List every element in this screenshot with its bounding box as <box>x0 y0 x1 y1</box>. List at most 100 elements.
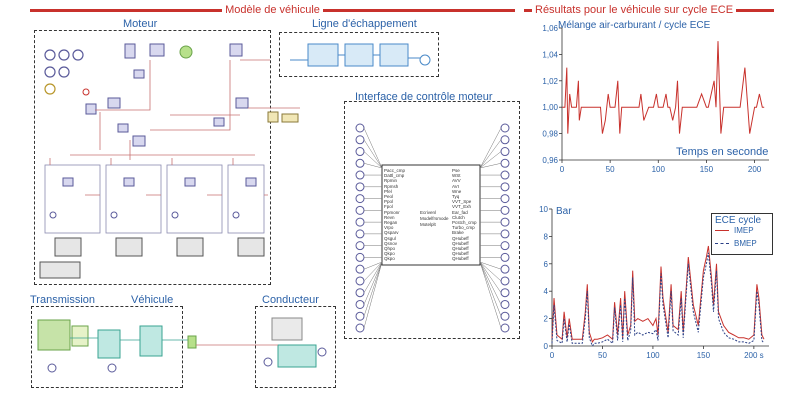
ecu-input-label: Qhpo <box>384 246 396 251</box>
y-tick-label: 1,00 <box>542 103 558 112</box>
y-tick-label: 6 <box>544 260 549 269</box>
y-tick-label: 2 <box>544 315 549 324</box>
ecu-output-label: QHubeff <box>452 256 469 262</box>
vehicle-label: Véhicule <box>131 294 174 306</box>
ecu-output-port <box>500 217 510 227</box>
driver-label: Conducteur <box>262 294 319 306</box>
ecu-input-port <box>355 299 365 309</box>
engine-right-assembly <box>267 111 299 123</box>
imep-line <box>551 245 765 343</box>
air-fuel-chart-title: Mélange air-carburant / cycle ECE <box>558 20 711 31</box>
ecu-input-port <box>355 229 365 239</box>
cylinder-frame <box>105 164 162 234</box>
cylinder-frame <box>44 164 101 234</box>
ecu-output-port <box>500 276 510 286</box>
ecu-output-label: WSt <box>452 173 461 179</box>
ecu-input-port <box>355 147 365 157</box>
legend-imep-label: IMEP <box>734 226 754 235</box>
ecu-output-label: Tyq <box>452 194 460 199</box>
y-tick-label: 8 <box>544 232 549 241</box>
x-tick-label: 100 <box>652 165 666 174</box>
x-tick-label: 50 <box>598 351 607 360</box>
ecu-output-port <box>500 170 510 180</box>
ecu-input-wire <box>363 261 383 305</box>
cylinder-wire <box>232 158 268 196</box>
ecu-input-label: Ppmonr <box>384 209 400 215</box>
driver-components <box>196 317 327 368</box>
ecu-output-wire <box>479 261 502 317</box>
ecu-output-port <box>500 299 510 309</box>
y-tick-label: 0,98 <box>542 130 558 139</box>
header-rule-right <box>322 8 516 12</box>
x-tick-label: 100 <box>646 351 660 360</box>
ecu-output-label: AVI <box>452 183 459 189</box>
ecu-output-wire <box>479 261 502 329</box>
ecu-input-label: Qkpo <box>384 251 395 257</box>
ecu-input-label: Ppol <box>384 199 394 205</box>
engine-wiring <box>70 59 300 160</box>
ecu-input-port <box>355 182 365 192</box>
x-tick-label: 150 <box>700 165 714 174</box>
y-tick-label: 0 <box>544 342 549 351</box>
ecu-input-label: Pacc_cmp <box>384 168 406 173</box>
ecu-output-wire <box>479 261 502 305</box>
ecu-input-wire <box>363 261 383 317</box>
ecu-output-wire <box>479 127 502 169</box>
ecu-output-label: Brake <box>452 230 464 236</box>
ecu-output-port <box>500 205 510 215</box>
y-tick-label: 4 <box>544 287 549 296</box>
ecu-output-port <box>500 311 510 321</box>
transmission-label: Transmission <box>30 294 95 306</box>
ecu-output-label: Pse <box>452 168 460 173</box>
ecu-output-wire <box>479 163 502 169</box>
ecu-output-label: VVT_Exh <box>452 204 472 210</box>
bmep-line <box>551 252 765 348</box>
ecu-input-port <box>355 205 365 215</box>
ecu-output-port <box>500 288 510 298</box>
legend-imep-swatch <box>715 230 729 231</box>
ecu-output-label: QHubeff <box>452 251 469 257</box>
ecu-input-label: Fpol <box>384 204 393 210</box>
header-rule-left <box>524 8 532 12</box>
cylinder-wire <box>49 158 100 196</box>
engine-green-icon <box>179 45 193 59</box>
ecu-output-port <box>500 229 510 239</box>
ecu-input-label: Revn <box>384 214 395 220</box>
series-line <box>562 41 765 134</box>
exhaust-box <box>279 32 439 77</box>
cylinder-wire <box>171 158 222 196</box>
x-tick-label: 50 <box>606 165 615 174</box>
cylinder-frame <box>227 164 265 234</box>
ecu-output-label: Wne <box>452 188 462 194</box>
ecu-output-label: Pcstch_cmp <box>452 220 477 225</box>
y-tick-label: 1,06 <box>542 24 558 33</box>
ecu-ports <box>355 123 510 333</box>
y-tick-label: 1,02 <box>542 77 558 86</box>
header-rule-left <box>30 8 223 12</box>
ecu-output-port <box>500 147 510 157</box>
exhaust-label: Ligne d'échappement <box>312 18 417 30</box>
ecu-input-wire <box>363 261 383 293</box>
ecu-output-wire <box>479 261 502 270</box>
ecu-input-label: Rpmin <box>384 178 398 184</box>
ecu-input-port <box>355 194 365 204</box>
ecu-output-label: Clutch <box>452 214 465 220</box>
cylinder-node <box>232 211 240 219</box>
ecu-input-label: Qsnov <box>384 240 398 246</box>
ecu-input-port <box>355 158 365 168</box>
driver-box <box>255 306 336 388</box>
ecu-input-port <box>355 170 365 180</box>
ecu-input-label: Vrpo <box>384 225 394 231</box>
cylinder-valve <box>62 177 74 187</box>
cylinder-piston <box>115 237 143 257</box>
ecu-output-label: QHubeff <box>452 235 469 241</box>
ecu-input-label: Regan <box>384 220 398 225</box>
ecu-input-wire <box>363 261 383 282</box>
ecu-output-port <box>500 323 510 333</box>
header-rule-right <box>736 8 774 12</box>
ecu-output-port <box>500 252 510 262</box>
ecu-input-wire <box>363 261 383 329</box>
